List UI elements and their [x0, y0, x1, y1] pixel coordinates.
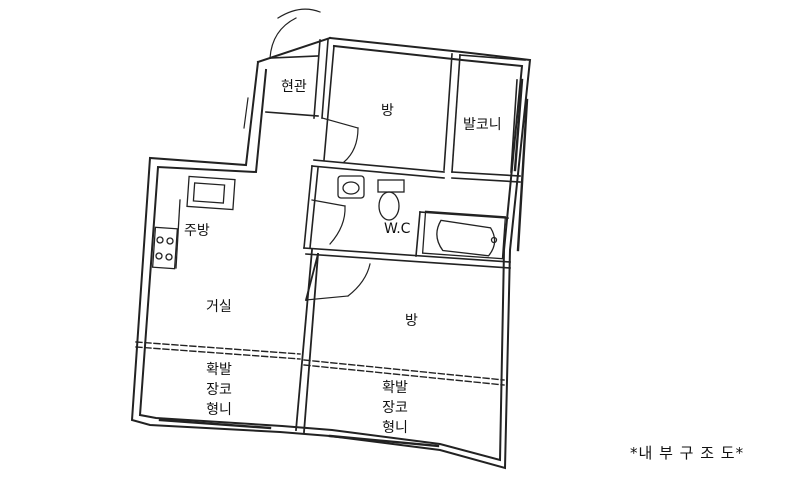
extension-lines — [135, 341, 505, 386]
room-label-balcony: 발코니 — [463, 117, 502, 133]
room-label-room-top: 방 — [381, 103, 394, 119]
extension-right-line-2: 장코 — [382, 400, 408, 416]
room-label-wc: W.C — [384, 221, 411, 237]
room-label-entrance: 현관 — [281, 79, 307, 95]
entrance-walls — [265, 39, 329, 119]
extension-left-line-3: 형니 — [206, 402, 232, 418]
wc-walls — [303, 165, 511, 269]
outer-wall — [130, 36, 532, 470]
bathtub — [421, 210, 507, 260]
wc-fixtures — [337, 175, 405, 221]
room-label-kitchen: 주방 — [184, 223, 210, 239]
extension-left-line-1: 확발 — [206, 362, 232, 378]
extension-right-line-3: 형니 — [382, 420, 408, 436]
balcony-walls — [451, 54, 526, 183]
room-label-living: 거실 — [206, 299, 232, 315]
room-label-extension-right: 확발 장코 형니 — [382, 378, 408, 438]
doors — [243, 8, 371, 301]
extension-left-line-2: 장코 — [206, 382, 232, 398]
room-label-extension-left: 확발 장코 형니 — [206, 360, 232, 420]
room-label-room-bottom: 방 — [405, 313, 418, 329]
interior-walls — [295, 249, 320, 433]
top-room-walls — [311, 45, 461, 179]
extension-right-line-1: 확발 — [382, 380, 408, 396]
windows — [158, 78, 529, 448]
kitchen-fixtures — [151, 175, 236, 270]
diagram-caption: *내 부 구 조 도* — [630, 444, 745, 462]
